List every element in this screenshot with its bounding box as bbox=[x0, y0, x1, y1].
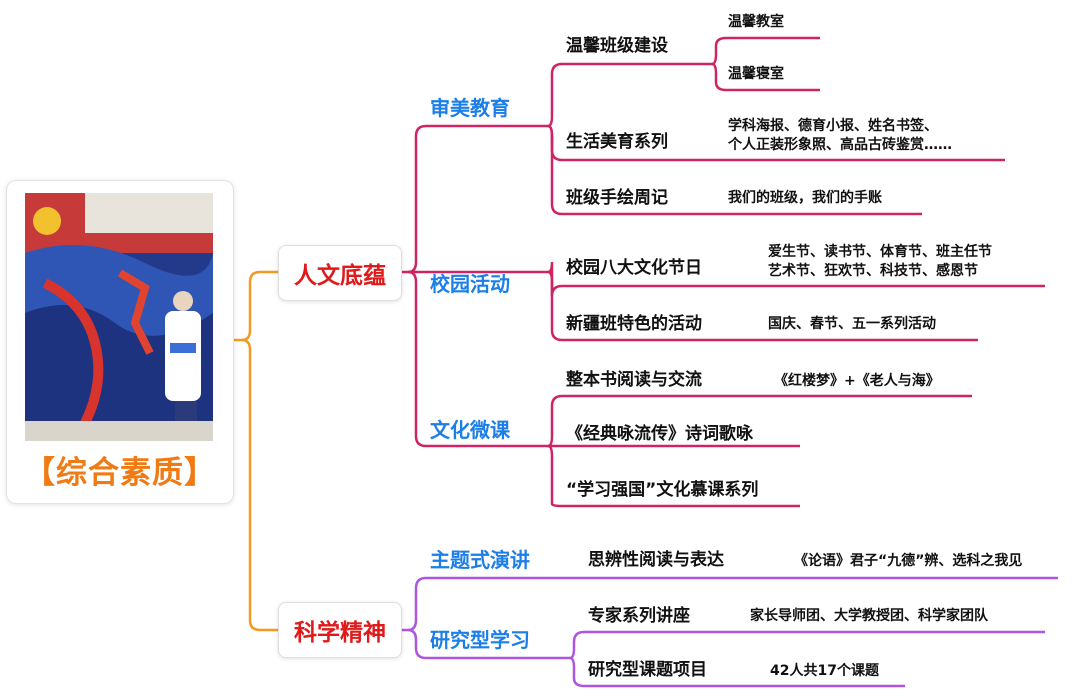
journal-detail: 我们的班级，我们的手账 bbox=[728, 190, 882, 206]
blackboard-painting-illustration bbox=[25, 193, 213, 441]
node-science[interactable]: 科学精神 bbox=[278, 602, 402, 658]
root-node-card[interactable]: 【综合素质】 bbox=[6, 180, 234, 504]
critical-reading-detail: 《论语》君子“九德”辨、选科之我见 bbox=[794, 553, 1023, 569]
life-aesthetics-detail-2: 个人正装形象照、高品古砖鉴赏…… bbox=[728, 137, 952, 153]
node-hand-drawn-journal[interactable]: 班级手绘周记 bbox=[566, 188, 668, 208]
festivals-detail-2: 艺术节、狂欢节、科技节、感恩节 bbox=[768, 263, 978, 279]
node-research-projects[interactable]: 研究型课题项目 bbox=[588, 660, 707, 680]
node-class-building[interactable]: 温馨班级建设 bbox=[566, 36, 668, 56]
node-book-reading[interactable]: 整本书阅读与交流 bbox=[566, 370, 702, 390]
festivals-detail-1: 爱生节、读书节、体育节、班主任节 bbox=[768, 244, 992, 260]
node-critical-reading[interactable]: 思辨性阅读与表达 bbox=[588, 550, 724, 570]
node-eight-festivals[interactable]: 校园八大文化节日 bbox=[566, 258, 702, 278]
node-culture-microclass[interactable]: 文化微课 bbox=[430, 418, 510, 442]
node-life-aesthetics[interactable]: 生活美育系列 bbox=[566, 132, 668, 152]
node-warm-classroom[interactable]: 温馨教室 bbox=[728, 14, 784, 30]
xinjiang-detail: 国庆、春节、五一系列活动 bbox=[768, 316, 936, 332]
node-xinjiang-activities[interactable]: 新疆班特色的活动 bbox=[566, 314, 702, 334]
science-branch-lines bbox=[400, 576, 1058, 688]
node-theme-speech[interactable]: 主题式演讲 bbox=[430, 548, 530, 572]
node-humanities[interactable]: 人文底蕴 bbox=[278, 245, 402, 301]
node-aesthetic-education[interactable]: 审美教育 bbox=[430, 96, 510, 120]
node-warm-dorm[interactable]: 温馨寝室 bbox=[728, 66, 784, 82]
class-photo bbox=[25, 193, 213, 441]
node-xuexi-mooc[interactable]: “学习强国”文化慕课系列 bbox=[566, 480, 759, 500]
root-branch-lines bbox=[232, 270, 278, 632]
root-title: 【综合素质】 bbox=[24, 455, 216, 491]
node-classic-poetry[interactable]: 《经典咏流传》诗词歌咏 bbox=[566, 424, 753, 444]
node-research-learning[interactable]: 研究型学习 bbox=[430, 628, 530, 652]
node-expert-lectures[interactable]: 专家系列讲座 bbox=[588, 606, 690, 626]
humanities-branch-lines bbox=[400, 36, 1045, 508]
node-campus-activities[interactable]: 校园活动 bbox=[430, 272, 510, 296]
book-reading-detail: 《红楼梦》+《老人与海》 bbox=[774, 373, 940, 389]
expert-lectures-detail: 家长导师团、大学教授团、科学家团队 bbox=[750, 608, 988, 624]
research-projects-detail: 42人共17个课题 bbox=[770, 663, 879, 679]
life-aesthetics-detail-1: 学科海报、德育小报、姓名书签、 bbox=[728, 118, 938, 134]
